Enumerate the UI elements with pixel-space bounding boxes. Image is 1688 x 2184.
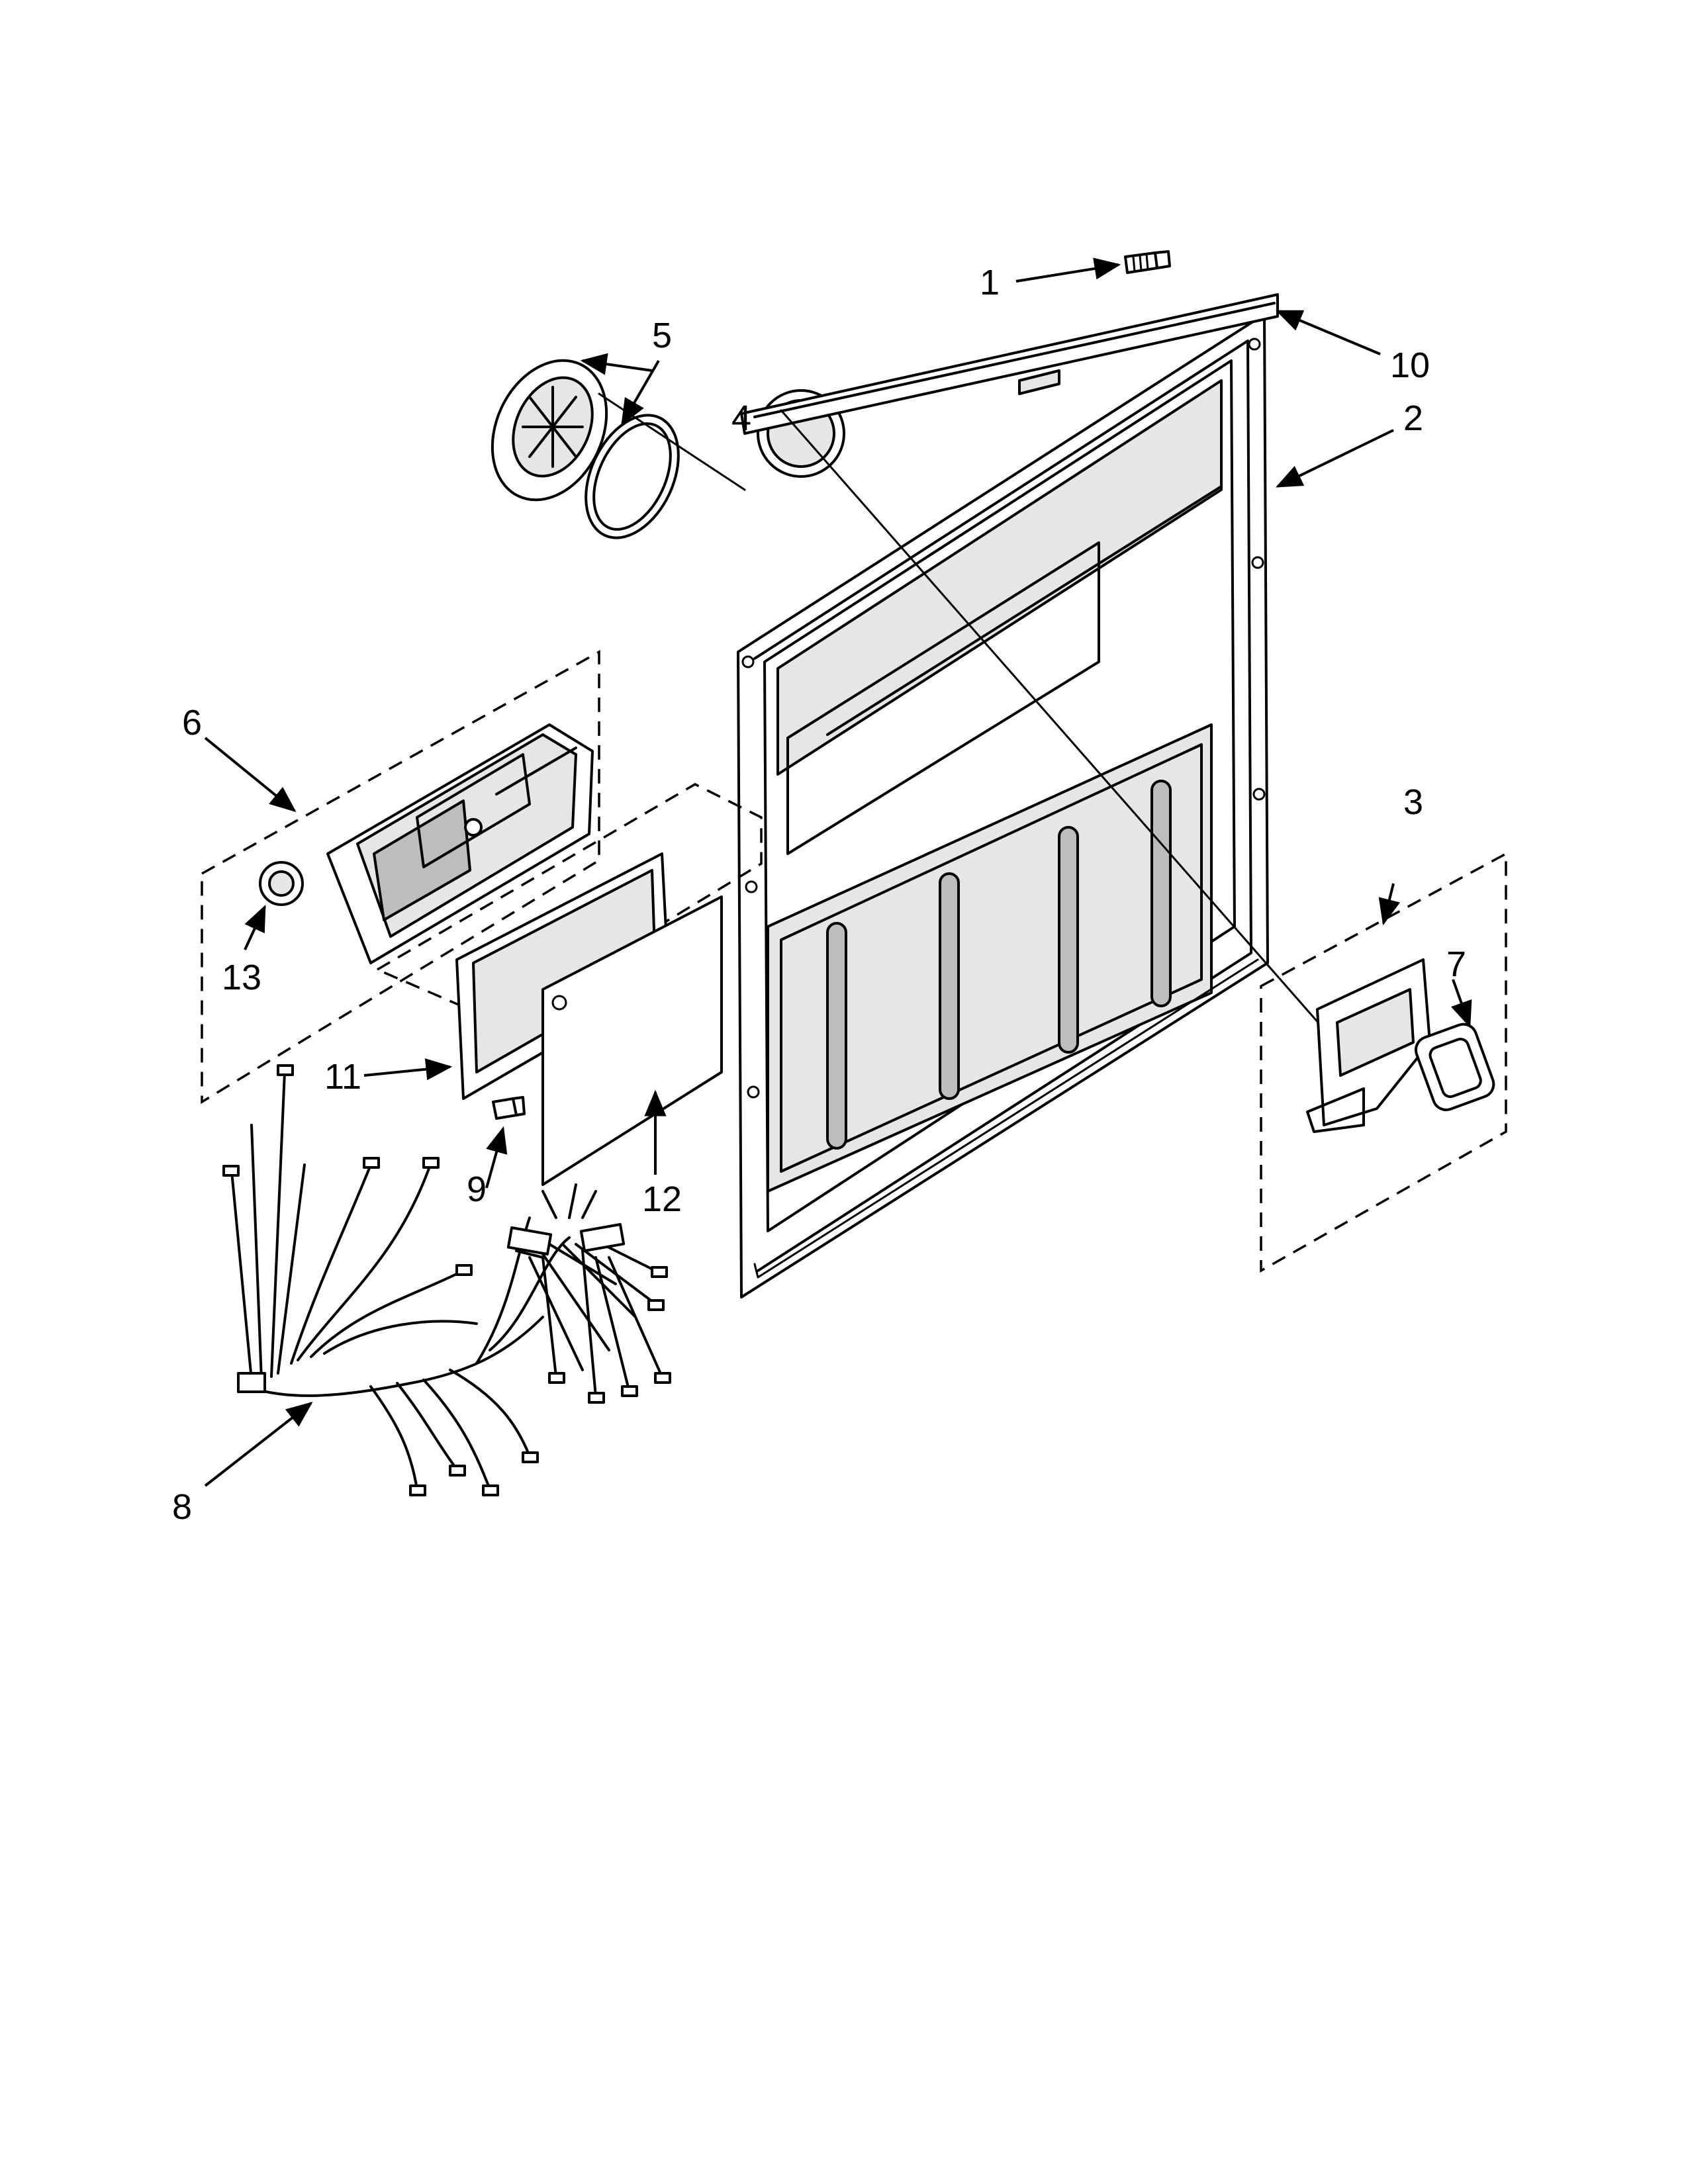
callout-1: 1: [980, 263, 1000, 302]
callout-7: 7: [1446, 944, 1466, 984]
callout-4: 4: [731, 398, 751, 438]
screw-part-1: [1124, 250, 1171, 274]
wiring-harness: [222, 1064, 671, 1496]
panel-assembly-line: [780, 409, 1325, 1030]
callout-2: 2: [1403, 398, 1423, 438]
shield-panel: [541, 895, 723, 1186]
callout-5: 5: [652, 316, 672, 355]
callout-labels: 1 10 2 5 4 6 3 7 13 11 9 12 8: [172, 263, 1466, 1527]
dispenser-knob: [259, 861, 304, 906]
control-board: [375, 783, 763, 1100]
callout-11: 11: [324, 1057, 361, 1097]
screw-part-9: [492, 1096, 526, 1120]
air-duct-assembly: [1260, 852, 1507, 1273]
callout-12: 12: [642, 1179, 682, 1219]
harness-terminals: [222, 1064, 671, 1496]
leader-lines: [204, 257, 1472, 1487]
vent-gasket: [585, 414, 680, 539]
callout-10: 10: [1390, 345, 1430, 385]
callout-13: 13: [222, 958, 261, 997]
callout-9: 9: [467, 1169, 487, 1209]
panel-screw-holes: [741, 338, 1266, 1099]
callout-6: 6: [182, 703, 202, 743]
dispenser-assembly: [201, 650, 600, 1105]
callout-8: 8: [172, 1487, 192, 1527]
vent-cap: [491, 359, 608, 502]
duct-gasket: [1414, 1023, 1495, 1111]
inner-door-panel: [737, 313, 1269, 1298]
callout-3: 3: [1403, 782, 1423, 822]
vent-assembly-line: [598, 392, 746, 491]
